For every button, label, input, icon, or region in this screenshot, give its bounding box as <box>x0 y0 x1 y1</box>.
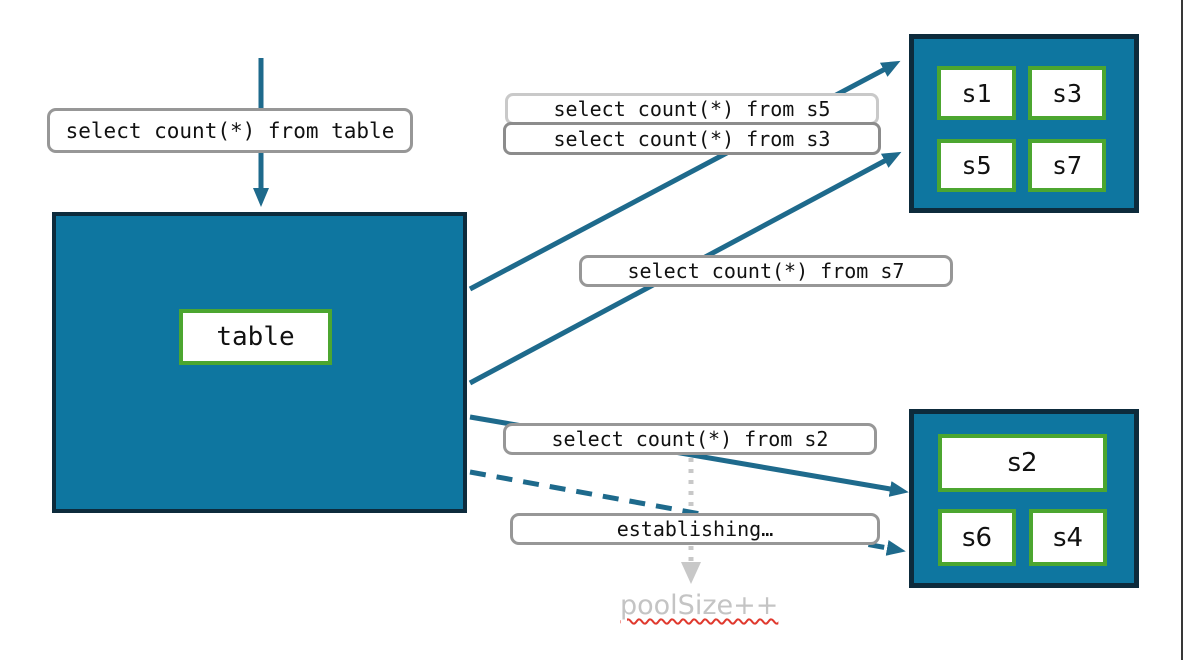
shard-s7: s7 <box>1028 139 1106 192</box>
query-label-s7-text: select count(*) from s7 <box>627 259 905 283</box>
shard-pool-top: s1 s3 s5 s7 <box>909 34 1139 213</box>
query-label-table: select count(*) from table <box>47 108 413 153</box>
shard-s3-label: s3 <box>1051 78 1083 108</box>
shard-s1-label: s1 <box>961 78 992 108</box>
query-label-s2-text: select count(*) from s2 <box>551 427 829 451</box>
shard-s1: s1 <box>937 66 1016 120</box>
shard-s4: s4 <box>1029 509 1107 566</box>
table-node-label-box: table <box>179 309 332 365</box>
shard-pool-bottom: s2 s6 s4 <box>909 409 1139 588</box>
shard-s7-label: s7 <box>1051 151 1083 180</box>
canvas-edge-line <box>1181 0 1183 660</box>
query-label-s2: select count(*) from s2 <box>503 423 877 455</box>
shard-s5: s5 <box>937 139 1016 192</box>
shard-s4-label: s4 <box>1052 522 1084 553</box>
shard-s6-label: s6 <box>961 522 993 553</box>
shard-s5-label: s5 <box>961 151 992 180</box>
query-label-s5-text: select count(*) from s5 <box>553 97 831 121</box>
query-label-s7: select count(*) from s7 <box>579 255 953 287</box>
shard-s3: s3 <box>1028 66 1106 120</box>
shard-s6: s6 <box>938 509 1016 566</box>
query-label-s5: select count(*) from s5 <box>505 93 879 125</box>
status-label-establishing-text: establishing… <box>616 517 774 541</box>
query-label-s3: select count(*) from s3 <box>503 122 881 155</box>
shard-s2: s2 <box>938 434 1107 492</box>
table-node: table <box>52 212 467 513</box>
poolsize-increment-text: poolSize++ <box>620 590 778 621</box>
poolsize-increment-label: poolSize++ <box>620 590 779 621</box>
shard-s2-label: s2 <box>1007 448 1038 478</box>
query-label-s3-text: select count(*) from s3 <box>553 126 831 151</box>
table-node-label: table <box>216 322 295 352</box>
query-label-table-text: select count(*) from table <box>65 118 395 143</box>
status-label-establishing: establishing… <box>510 513 880 545</box>
